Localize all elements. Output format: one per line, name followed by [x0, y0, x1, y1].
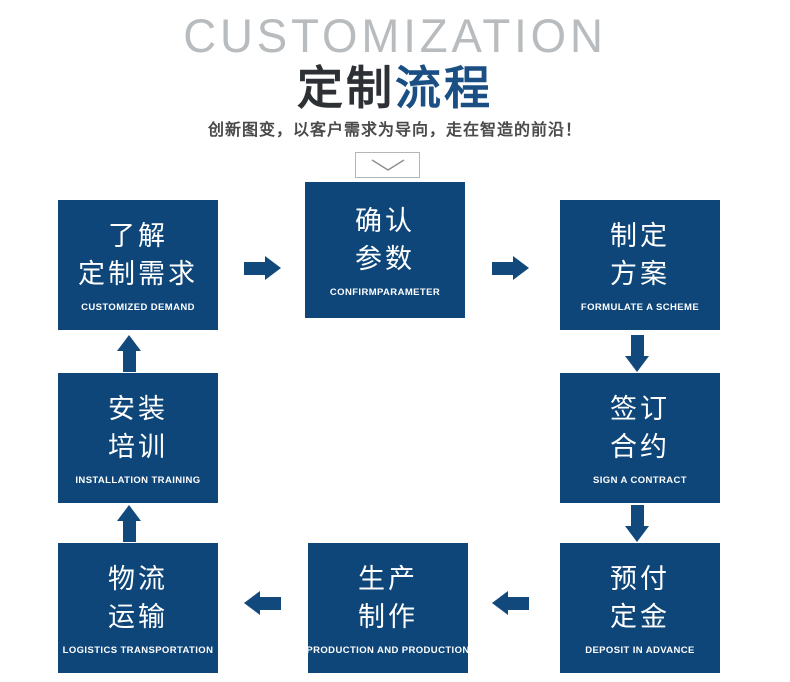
box-title-cn-line2: 定制需求 [78, 259, 198, 289]
page-subtitle: 创新图变，以客户需求为导向，走在智造的前沿！ [207, 122, 582, 139]
box-title-en: DEPOSIT IN ADVANCE [585, 645, 695, 656]
box-title-en: INSTALLATION TRAINING [75, 475, 201, 486]
box-title-cn-line2: 运输 [108, 602, 168, 632]
arrow-up-icon [117, 505, 141, 542]
watermark-text: CUSTOMIZATION [183, 9, 607, 62]
box-title-cn-line1: 预付 [610, 564, 670, 594]
chevron-down-icon [371, 159, 404, 171]
box-title-cn-line1: 签订 [610, 394, 670, 424]
arrow-down-icon [625, 335, 649, 372]
arrow-left-icon [244, 591, 281, 615]
box-title-en: CUSTOMIZED DEMAND [81, 302, 195, 313]
box-title-cn-line2: 合约 [610, 432, 670, 462]
flow-box-production: 生产 制作 PRODUCTION AND PRODUCTION [306, 543, 470, 673]
box-title-cn-line1: 了解 [108, 221, 168, 251]
box-title-cn-line1: 物流 [108, 564, 168, 594]
box-title-cn-line1: 确认 [355, 206, 415, 236]
arrow-right-icon [244, 256, 281, 280]
flow-box-confirm-parameter: 确认 参数 CONFIRMPARAMETER [305, 182, 465, 318]
box-title-cn-line1: 生产 [358, 564, 418, 594]
chevron-down-box [355, 152, 420, 178]
arrow-down-icon [625, 505, 649, 542]
page-title-part1: 定制 [297, 62, 395, 114]
box-title-cn-line2: 制作 [358, 602, 418, 632]
flow-box-customized-demand: 了解 定制需求 CUSTOMIZED DEMAND [58, 200, 218, 330]
box-title-cn-line1: 安装 [108, 394, 168, 424]
box-title-en: CONFIRMPARAMETER [329, 287, 441, 298]
box-title-cn-line2: 方案 [610, 259, 670, 289]
box-title-en: FORMULATE A SCHEME [580, 302, 700, 313]
flow-box-deposit-in-advance: 预付 定金 DEPOSIT IN ADVANCE [560, 543, 720, 673]
arrow-up-icon [117, 335, 141, 372]
flow-box-formulate-a-scheme: 制定 方案 FORMULATE A SCHEME [560, 200, 720, 330]
box-title-cn-line1: 制定 [610, 221, 670, 251]
box-title-cn-line2: 定金 [610, 602, 670, 632]
box-title-en: LOGISTICS TRANSPORTATION [62, 645, 214, 656]
flow-box-logistics: 物流 运输 LOGISTICS TRANSPORTATION [58, 543, 218, 673]
arrow-right-icon [492, 256, 529, 280]
box-title-en: PRODUCTION AND PRODUCTION [306, 645, 470, 656]
page-title: 定制流程 [0, 52, 790, 118]
page-title-part2: 流程 [395, 62, 493, 114]
box-title-en: SIGN A CONTRACT [593, 475, 687, 486]
box-title-cn-line2: 参数 [355, 244, 415, 274]
arrow-left-icon [492, 591, 529, 615]
flow-box-sign-a-contract: 签订 合约 SIGN A CONTRACT [560, 373, 720, 503]
box-title-cn-line2: 培训 [108, 432, 168, 462]
flow-box-installation: 安装 培训 INSTALLATION TRAINING [58, 373, 218, 503]
